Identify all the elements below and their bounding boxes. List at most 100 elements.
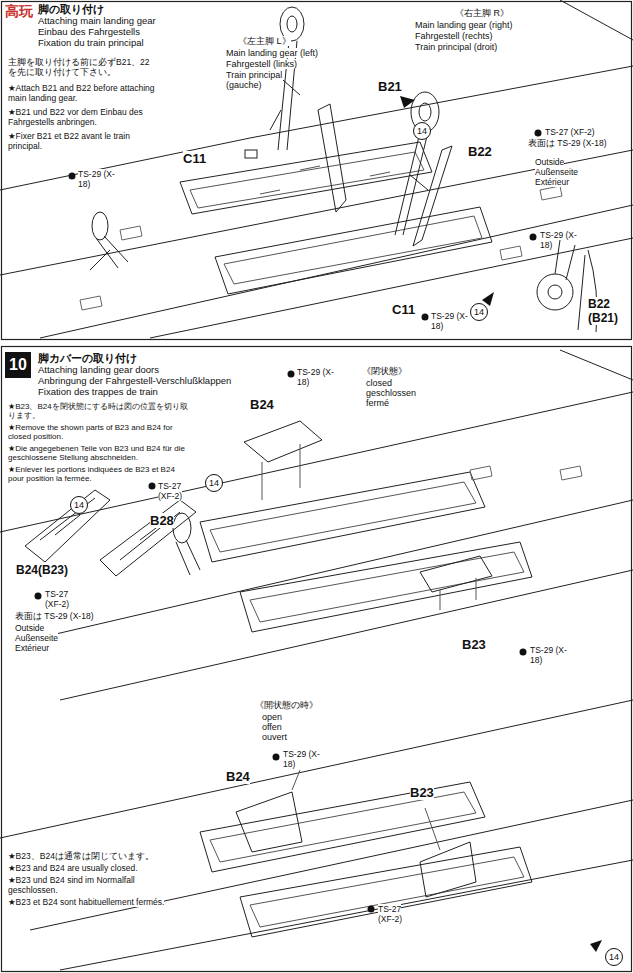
instruction-text: 表面は TS-29 (X-18) <box>528 139 607 149</box>
part-number: B28 <box>150 514 174 529</box>
label-text: 《左主脚 L》 <box>238 36 291 46</box>
label-text: Train principal (droit) <box>415 42 497 52</box>
instruction-text: Train principal (gauche) <box>226 70 306 91</box>
label-text: B21 <box>378 79 402 94</box>
label-text: open <box>262 712 282 722</box>
instruction-text: Extérieur <box>15 644 49 654</box>
callout-number: 14 <box>470 303 488 321</box>
label-text: ★B23、B24は通常は閉じています。 <box>8 851 154 861</box>
instruction-text: TS-29 (X-18) <box>283 750 323 770</box>
label-text: 脚カバーの取り付け <box>38 352 137 364</box>
instruction-text: TS-27 (XF-2) <box>378 905 418 925</box>
label-text: B24 <box>250 397 274 412</box>
label-text: C11 <box>392 302 415 317</box>
label-text: B23 <box>410 785 434 800</box>
instruction-text: TS-29 (X-18) <box>530 646 570 666</box>
label-text: Extérieur <box>15 643 49 653</box>
label-text: geschlossen <box>366 388 416 398</box>
label-text: TS-29 (X-18) <box>530 645 567 665</box>
callout-number: 14 <box>605 948 623 966</box>
label-text: TS-29 (X-18) <box>431 311 468 331</box>
label-text: B22 (B21) <box>588 297 618 325</box>
instruction-text: ★B21 und B22 vor dem Einbau des Fahrgest… <box>8 108 158 128</box>
callout-number: 14 <box>413 122 431 140</box>
instruction-text: 《閉状態》 <box>362 366 407 376</box>
label-text: TS-27 (XF-2) <box>378 904 402 924</box>
instruction-text: Fixation des trappes de train <box>38 387 158 398</box>
label-text: 14 <box>417 126 427 136</box>
label-text: 主脚を取り付ける前に必ずB21、22を先に取り付けて下さい。 <box>8 57 150 77</box>
label-text: closed <box>366 378 392 388</box>
label-text: ★Attach B21 and B22 before attaching mai… <box>8 83 155 103</box>
label-text: fermé <box>366 398 389 408</box>
instruction-text: ★B23、B24は通常は閉じています。 <box>8 852 208 862</box>
label-text: 脚の取り付け <box>38 3 104 15</box>
instruction-text: ★B23 und B24 sind im Normalfall geschlos… <box>8 876 178 896</box>
label-text: TS-29 (X-18) <box>297 367 334 387</box>
label-text: 《開状態の時》 <box>255 700 318 710</box>
instruction-text: TS-29 (X-18) <box>540 231 580 251</box>
label-text: Einbau des Fahrgestells <box>38 26 140 37</box>
label-text: TS-27 (XF-2) <box>45 589 69 609</box>
part-number: C11 <box>392 303 415 318</box>
instruction-text: Extérieur <box>535 178 569 188</box>
instruction-text: TS-29 (X-18) <box>431 312 471 332</box>
label-text: offen <box>262 722 282 732</box>
label-text: ouvert <box>262 732 287 742</box>
label-text: Anbringung der Fahrgestell-Verschlußklap… <box>38 375 231 386</box>
label-text: B28 <box>150 513 174 528</box>
label-text: Fixation des trappes de train <box>38 386 158 397</box>
instruction-text: 表面は TS-29 (X-18) <box>15 612 94 622</box>
label-text: C11 <box>183 151 206 166</box>
label-text: ★B21 und B22 vor dem Einbau des Fahrgest… <box>8 107 143 127</box>
label-text: 14 <box>474 307 484 317</box>
instruction-text: 《左主脚 L》 <box>238 36 291 46</box>
label-text: ★Remove the shown parts of B23 and B24 f… <box>8 423 173 441</box>
label-text: Outside <box>15 623 44 633</box>
label-text: Train principal (gauche) <box>226 70 282 90</box>
label-text: 《閉状態》 <box>362 366 407 376</box>
label-text: B22 <box>468 144 492 159</box>
instruction-text: ouvert <box>262 732 287 742</box>
label-text: Main landing gear (left) <box>226 48 318 58</box>
label-text: Außenseite <box>15 633 58 643</box>
instruction-text: Train principal (droit) <box>415 42 497 52</box>
label-text: Fixation du train principal <box>38 37 144 48</box>
label-text: Außenseite <box>535 167 578 177</box>
part-number: B24(B23) <box>16 564 68 578</box>
step-number: 10 <box>9 356 27 374</box>
label-text: 14 <box>209 478 219 488</box>
instruction-text: ★Fixer B21 et B22 avant le train princip… <box>8 132 158 152</box>
label-text: Attaching main landing gear <box>38 15 156 26</box>
instruction-text: TS-27 (XF-2) <box>45 590 85 610</box>
label-text: Main landing gear (right) <box>415 20 513 30</box>
instruction-text: 主脚を取り付ける前に必ずB21、22を先に取り付けて下さい。 <box>8 58 158 78</box>
part-number: C11 <box>183 152 206 167</box>
step-badge: 10 <box>5 352 31 378</box>
instruction-text: ★Attach B21 and B22 before attaching mai… <box>8 84 158 104</box>
callout-number: 14 <box>70 496 88 514</box>
label-text: TS-29 (X-18) <box>283 749 320 769</box>
instruction-text: TS-27 (XF-2) <box>545 128 595 138</box>
instruction-text: ★Remove the shown parts of B23 and B24 f… <box>8 423 188 441</box>
step-heading: 脚カバーの取り付け <box>38 352 137 365</box>
instruction-text: 《右主脚 R》 <box>455 8 509 18</box>
label-text: TS-29 (X-18) <box>78 169 115 189</box>
instruction-text: Fixation du train principal <box>38 38 144 49</box>
label-text: 高玩 <box>5 3 33 19</box>
callout-number: 14 <box>205 474 223 492</box>
watermark: 高玩 <box>5 3 33 19</box>
part-number: B21 <box>378 80 402 95</box>
instruction-text: ★B23、B24を閉状態にする時は図の位置を切り取ります。 <box>8 402 188 420</box>
instruction-text: TS-29 (X-18) <box>78 170 118 190</box>
instruction-text: Fahrgestell (rechts) <box>415 31 493 41</box>
instruction-text: fermé <box>366 398 389 408</box>
label-text: ★B23 and B24 are usually closed. <box>8 863 138 873</box>
part-number: B23 <box>410 786 434 801</box>
label-text: Fahrgestell (rechts) <box>415 31 493 41</box>
label-text: ★Fixer B21 et B22 avant le train princip… <box>8 131 130 151</box>
part-number: B23 <box>462 638 486 653</box>
instruction-text: Main landing gear (right) <box>415 20 513 30</box>
instruction-text: Fahrgestell (links) <box>226 59 297 69</box>
instruction-text: ★B23 and B24 are usually closed. <box>8 864 208 874</box>
